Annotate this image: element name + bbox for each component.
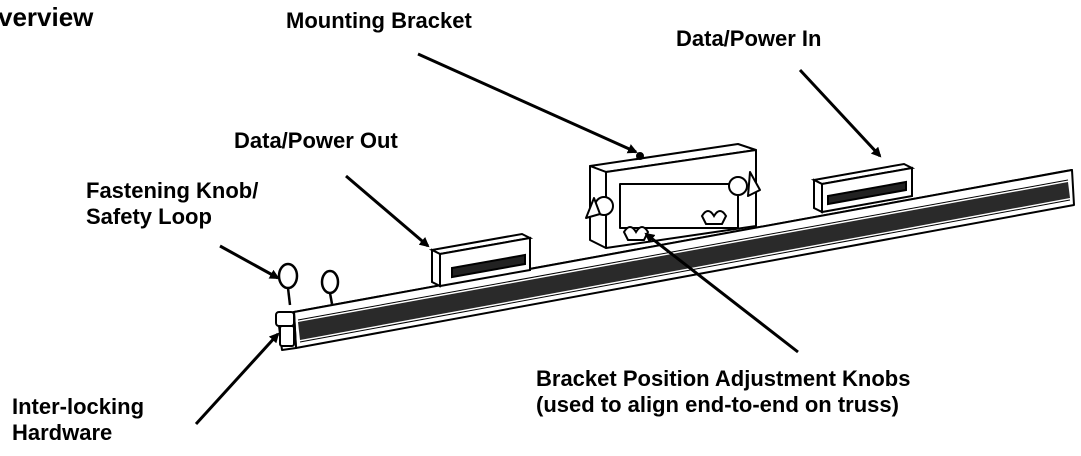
data-power-in-connector — [810, 162, 916, 214]
label-fastening-knob: Fastening Knob/ Safety Loop — [86, 178, 258, 230]
arrow-fastening-knob — [219, 244, 280, 280]
led-strip — [298, 182, 1070, 340]
page-heading: verview — [0, 2, 94, 32]
label-fastening-knob-line2: Safety Loop — [86, 204, 212, 229]
label-interlocking-line1: Inter-locking — [12, 394, 145, 419]
arrow-data-power-in — [798, 68, 882, 158]
callout-arrows — [194, 52, 882, 426]
bar-edge-line-lower — [299, 199, 1071, 343]
label-interlocking-line2: Hardware — [12, 420, 113, 445]
arrow-mounting-bracket — [417, 52, 638, 154]
arrow-bracket-knobs — [644, 232, 799, 354]
label-fastening-knob-line1: Fastening Knob/ — [86, 178, 259, 203]
safety-loop-icon — [277, 262, 340, 306]
label-data-power-out: Data/Power Out — [234, 128, 398, 153]
label-bracket-knobs-line1: Bracket Position Adjustment Knobs — [536, 366, 911, 391]
label-bracket-knobs: Bracket Position Adjustment Knobs (used … — [536, 366, 910, 418]
arrow-interlocking — [194, 332, 280, 426]
label-data-power-in: Data/Power In — [676, 26, 822, 51]
data-power-out-connector — [428, 232, 534, 288]
label-mounting-bracket: Mounting Bracket — [286, 8, 472, 33]
label-interlocking-hardware: Inter-locking Hardware — [12, 394, 144, 446]
bar-edge-line — [297, 179, 1069, 321]
bracket-adjustment-knobs — [622, 210, 728, 241]
label-bracket-knobs-line2: (used to align end-to-end on truss) — [536, 392, 899, 417]
interlocking-hardware — [275, 311, 295, 347]
arrow-data-power-out — [345, 174, 430, 248]
